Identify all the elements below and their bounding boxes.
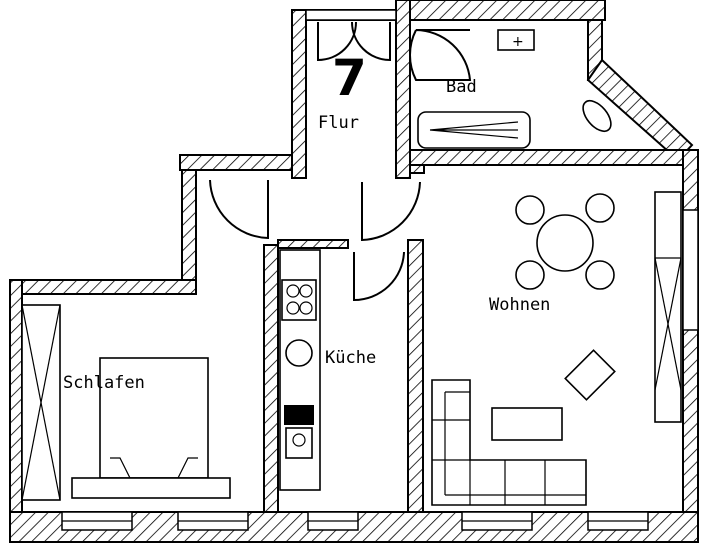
- room-label-bad: Bad: [446, 77, 477, 97]
- stove: [281, 279, 317, 321]
- doors: [209, 21, 472, 302]
- coffee-table: [491, 407, 563, 441]
- kitchen-fixtures: [279, 249, 321, 491]
- dining-table: [536, 214, 594, 272]
- bath-fixtures: +: [417, 29, 612, 149]
- room-label-flur: Flur: [318, 113, 359, 133]
- walls: [9, 0, 699, 543]
- sink: [497, 29, 535, 51]
- armchair: [564, 349, 616, 401]
- kitchen-round-fixture: [285, 339, 313, 367]
- toilet: [582, 99, 612, 133]
- living-furniture: [431, 191, 682, 506]
- windows: [61, 9, 699, 531]
- kitchen-sink: [285, 427, 313, 459]
- corner-sofa: [431, 379, 587, 506]
- svg-text:+: +: [512, 34, 524, 50]
- unit-number: 7: [332, 49, 367, 107]
- bedroom-furniture: [21, 304, 231, 501]
- room-label-wohnen: Wohnen: [489, 295, 550, 315]
- room-label-schlafen: Schlafen: [63, 373, 145, 393]
- room-label-kueche: Küche: [325, 348, 376, 368]
